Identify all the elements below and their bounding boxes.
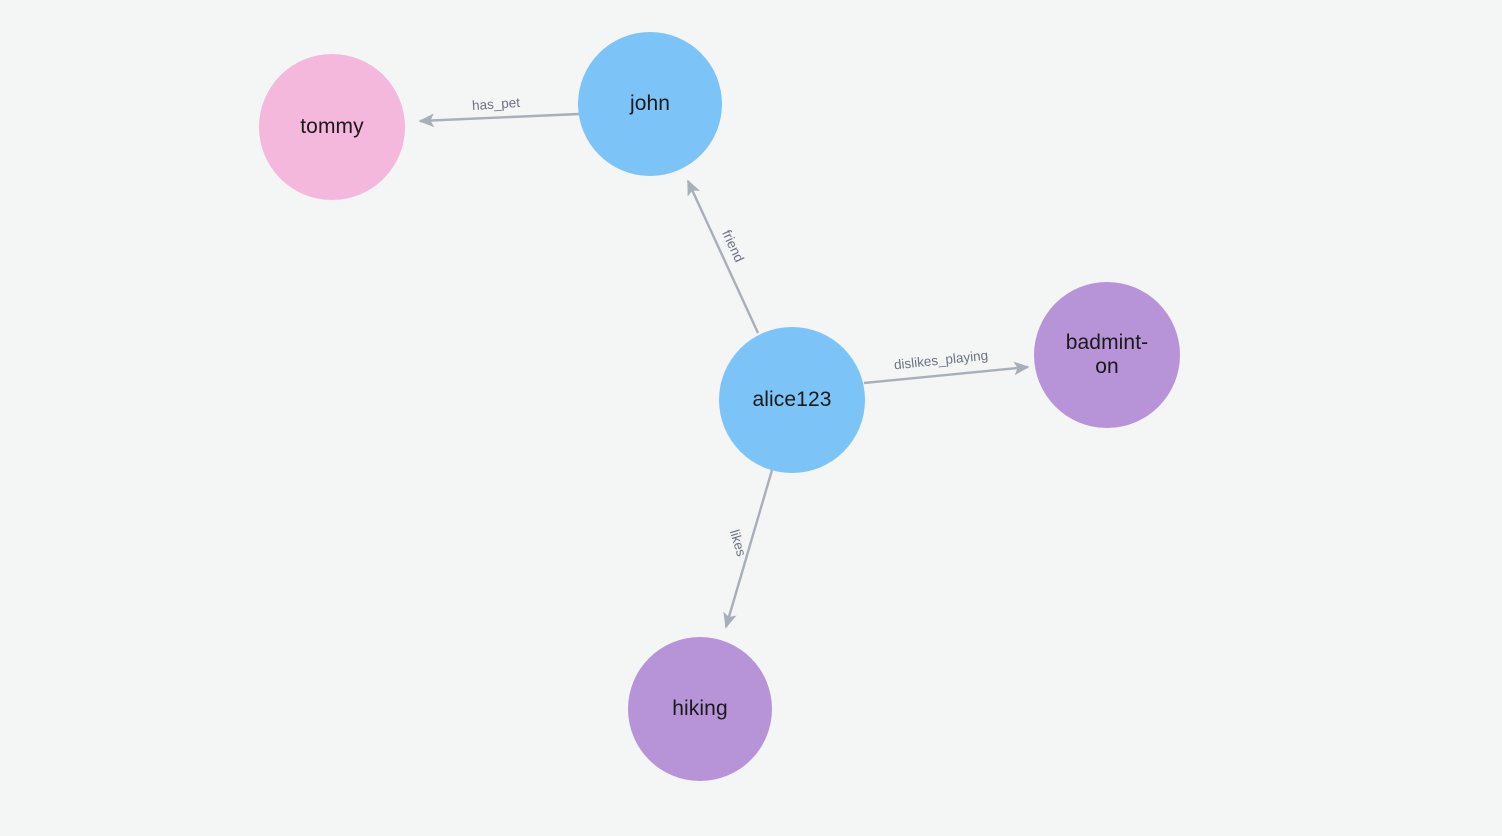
edge-likes[interactable] [723,469,774,629]
node-label-alice123: alice123 [752,388,832,412]
edge-line-has-pet [418,112,580,128]
graph-node-alice123[interactable]: alice123 [719,327,865,473]
edge-line-likes [723,469,774,629]
node-label-hiking: hiking [672,697,728,721]
node-label-john: john [629,92,671,116]
graph-node-badminton[interactable]: badmint- on [1034,282,1180,428]
edge-friend[interactable] [686,179,760,334]
edge-line-dislikes-playing [863,361,1030,385]
graph-node-tommy[interactable]: tommy [259,54,405,200]
graph-node-hiking[interactable]: hiking [628,637,772,781]
graph-node-john[interactable]: john [578,32,722,176]
node-label-tommy: tommy [300,115,364,139]
node-label-badminton: badmint- on [1065,331,1149,378]
edge-dislikes-playing[interactable] [863,361,1030,385]
edge-line-friend [686,179,760,334]
edge-has-pet[interactable] [418,112,580,128]
